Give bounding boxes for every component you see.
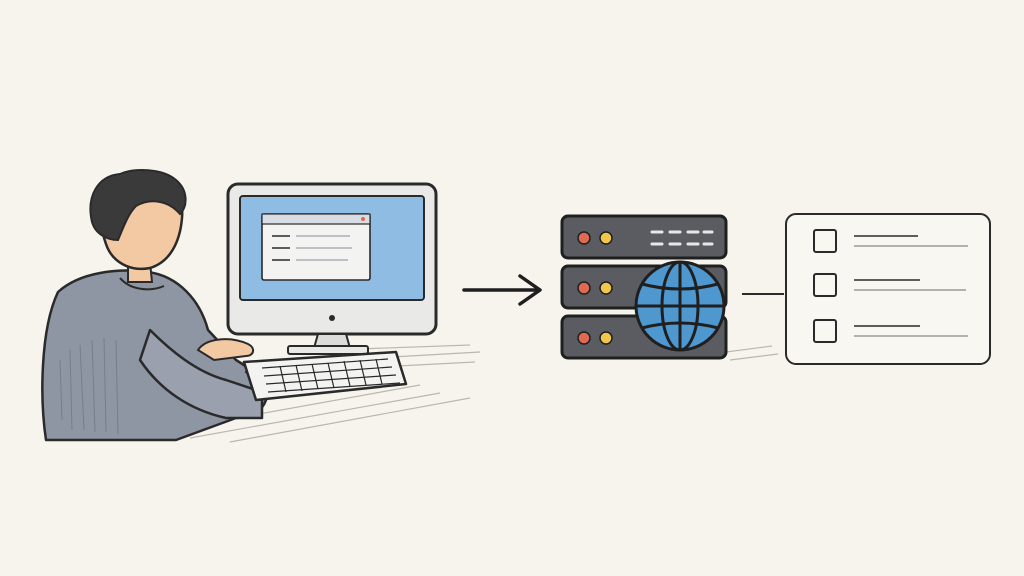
server-rack-icon <box>560 214 779 361</box>
checklist-row-2 <box>813 273 966 297</box>
user-hand-left <box>196 338 254 362</box>
server-unit-1 <box>560 214 728 260</box>
checklist-row-1 <box>813 229 968 253</box>
checkbox-icon <box>813 319 837 343</box>
computer-icon <box>226 182 438 355</box>
checkbox-icon <box>813 229 837 253</box>
checkbox-icon <box>813 273 837 297</box>
keyboard-icon <box>242 350 408 402</box>
checklist-document-icon <box>785 213 991 365</box>
user-arm <box>138 328 264 420</box>
screen-window <box>261 213 371 281</box>
arrow-right-icon <box>462 274 542 306</box>
globe-icon <box>634 260 726 352</box>
checklist-row-3 <box>813 319 968 343</box>
user-hair <box>89 169 187 242</box>
